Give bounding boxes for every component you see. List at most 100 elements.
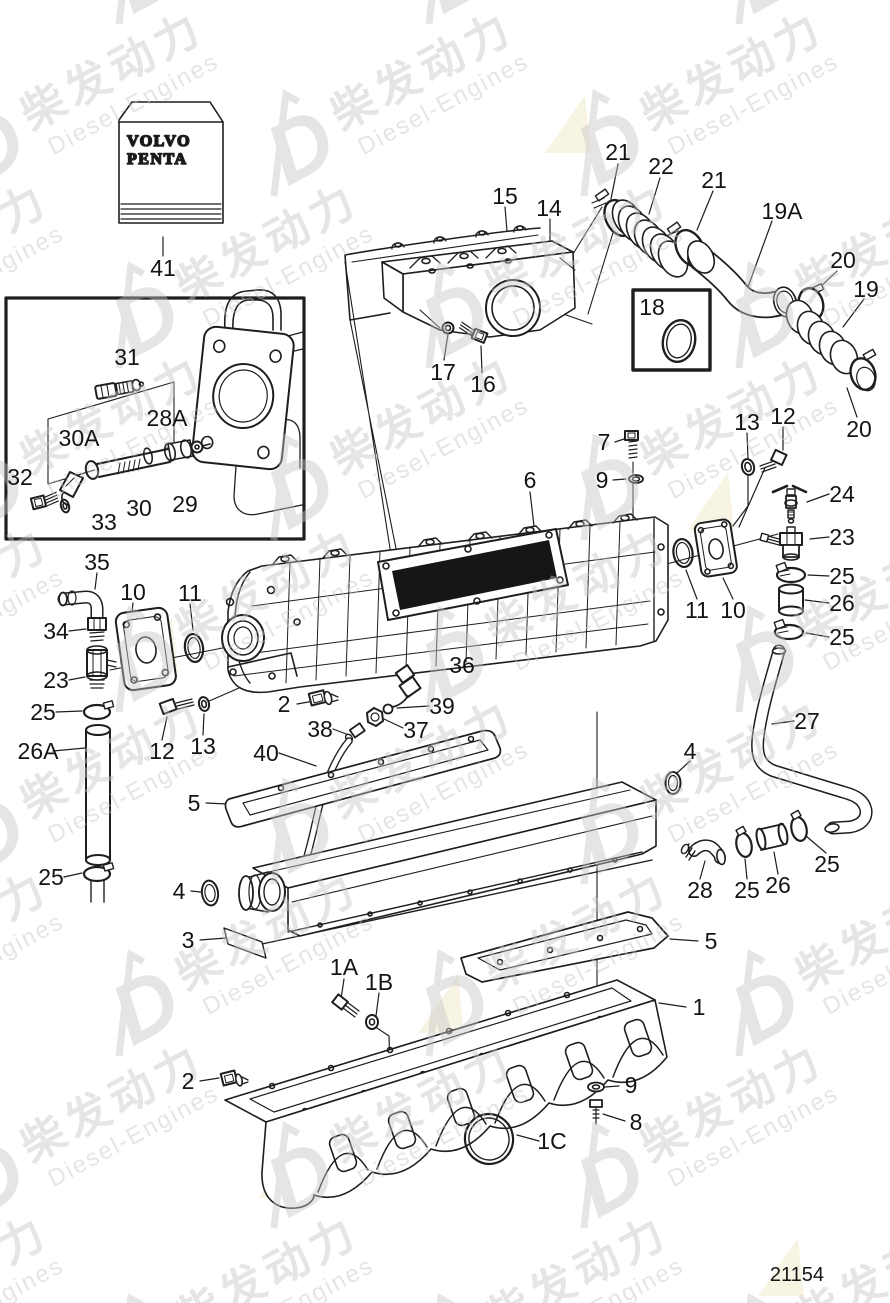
callout-label-15: 15	[492, 183, 518, 209]
bolt-12-right	[759, 448, 788, 473]
clamp-25-right-1	[775, 561, 807, 584]
engine-block-flange	[191, 325, 295, 471]
bolt-8	[589, 1099, 603, 1125]
fitting-31	[94, 378, 145, 400]
hose-26A	[85, 724, 111, 866]
callout-label-5: 5	[188, 790, 201, 816]
pipe-27	[751, 644, 873, 835]
callout-label-10: 10	[120, 579, 146, 605]
callout-label-25: 25	[38, 864, 64, 890]
hose-assembly	[591, 188, 877, 392]
callout-label-16: 16	[470, 371, 496, 397]
callout-label-25: 25	[734, 877, 760, 903]
watermark-triangle	[688, 472, 734, 530]
svg-text:D: D	[406, 1294, 506, 1303]
callout-label-26: 26	[829, 590, 855, 616]
inlet-manifold-1	[224, 979, 668, 1209]
callout-label-28: 28	[687, 877, 713, 903]
gasket-kit-package: VOLVO PENTA	[118, 101, 224, 224]
drawing-number: 21154	[770, 1264, 824, 1286]
washer-33	[59, 498, 71, 514]
package-brand-line1: VOLVO	[127, 133, 191, 150]
callout-label-31: 31	[114, 344, 140, 370]
callout-label-34: 34	[43, 618, 69, 644]
washer-9	[628, 474, 644, 484]
bolt-12-left	[158, 697, 195, 716]
nut-37	[366, 707, 384, 727]
callout-label-6: 6	[524, 467, 537, 493]
clamp-25-bottom-1	[735, 825, 753, 858]
callout-label-1: 1	[693, 994, 706, 1020]
callout-label-18: 18	[639, 294, 665, 320]
callout-label-38: 38	[307, 716, 333, 742]
air-connection-14	[381, 240, 576, 338]
callout-label-35: 35	[84, 549, 110, 575]
drain-hole-36	[293, 618, 301, 626]
callout-label-25: 25	[30, 699, 56, 725]
callout-label-3: 3	[182, 927, 195, 953]
callout-label-1C: 1C	[537, 1128, 566, 1154]
clamp-25-left-1	[82, 700, 115, 721]
callout-label-8: 8	[630, 1109, 643, 1135]
callout-label-33: 33	[91, 509, 117, 535]
callout-label-2: 2	[182, 1068, 195, 1094]
callout-label-7: 7	[598, 429, 611, 455]
elbow-28	[680, 839, 726, 866]
inset-detail-box	[4, 289, 306, 541]
callout-label-11: 11	[178, 580, 202, 606]
watermark-triangle	[545, 95, 591, 153]
callout-label-30: 30	[126, 495, 152, 521]
callout-label-23: 23	[829, 524, 855, 550]
hose-19	[785, 299, 859, 375]
bolt-1A	[331, 993, 360, 1018]
svg-text:D: D	[871, 1122, 890, 1236]
bolt-32	[29, 491, 59, 511]
callout-label-10: 10	[720, 597, 746, 623]
callout-label-17: 17	[430, 359, 456, 385]
callout-label-40: 40	[253, 740, 279, 766]
package-brand-line2: PENTA	[127, 151, 188, 168]
elbow-35	[57, 590, 104, 627]
gasket-5-right	[460, 911, 669, 983]
washer-17	[441, 321, 455, 335]
washer-9-bottom	[587, 1081, 605, 1093]
callout-label-29: 29	[172, 491, 198, 517]
drain-cock-24	[771, 484, 808, 524]
banjo-elbow	[391, 664, 422, 708]
watermark-triangle	[758, 1238, 804, 1296]
callout-label-22: 22	[648, 153, 674, 179]
callout-label-26A: 26A	[18, 738, 60, 764]
callout-label-4: 4	[684, 738, 697, 764]
washer-13-left	[197, 696, 211, 712]
watermark-triangle	[418, 975, 464, 1033]
callout-label-39: 39	[429, 693, 455, 719]
svg-text:D: D	[871, 778, 890, 892]
callout-label-25: 25	[814, 851, 840, 877]
cover-plate-10-right	[693, 518, 738, 578]
callout-label-25: 25	[829, 563, 855, 589]
callout-label-41: 41	[150, 255, 176, 281]
pipe-30-assembly	[84, 439, 211, 480]
olive-39	[382, 703, 394, 715]
bolt-16	[459, 321, 489, 344]
washer-13-right	[740, 458, 756, 476]
callout-label-19A: 19A	[762, 198, 804, 224]
callout-label-13: 13	[734, 409, 760, 435]
callout-label-4: 4	[173, 878, 186, 904]
nipple-23-left	[86, 645, 117, 689]
intercooler-housing-6	[221, 513, 669, 694]
callout-label-5: 5	[705, 928, 718, 954]
callout-label-14: 14	[536, 195, 562, 221]
callout-label-25: 25	[829, 624, 855, 650]
callout-label-12: 12	[770, 403, 796, 429]
hose-sleeve-26-right	[778, 583, 804, 617]
